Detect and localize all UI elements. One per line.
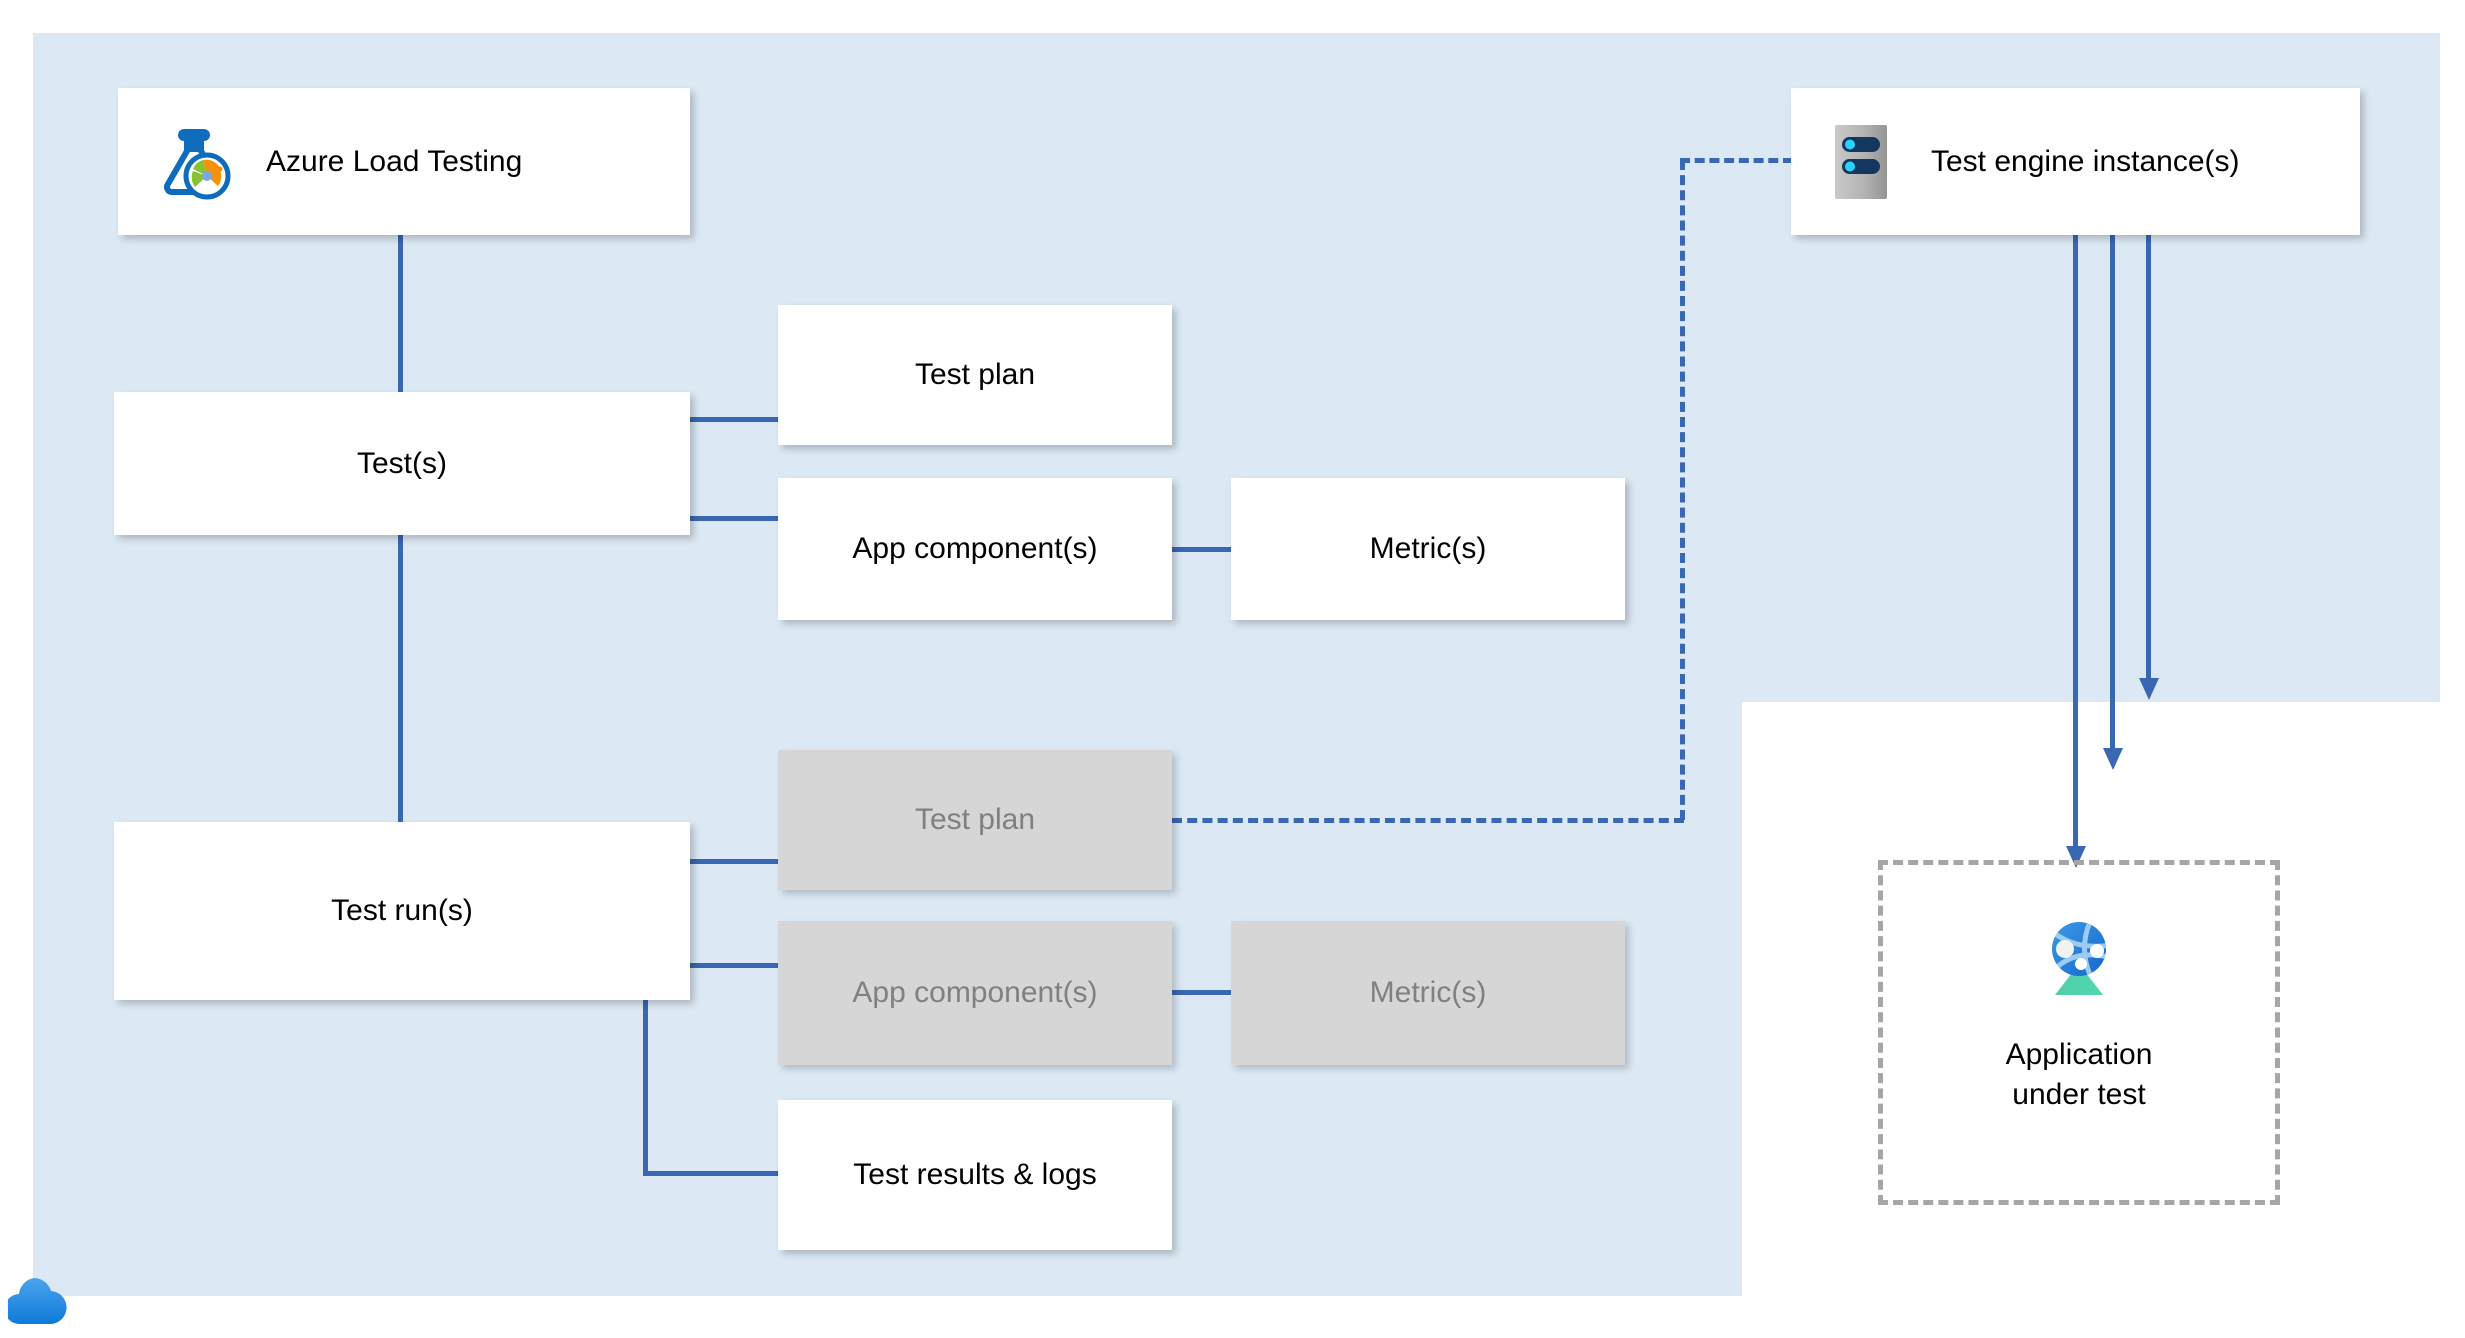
arrow-head	[2139, 678, 2159, 700]
node-test-engine-instances[interactable]: Test engine instance(s)	[1791, 88, 2360, 235]
node-test-results-logs[interactable]: Test results & logs	[778, 1100, 1172, 1250]
node-application-under-test[interactable]: Application under test	[1878, 860, 2280, 1205]
arrow-head	[2103, 748, 2123, 770]
node-test-plan[interactable]: Test plan	[778, 305, 1172, 445]
connector-test-runs-to-test-plan	[690, 859, 778, 864]
node-label: Metric(s)	[1369, 976, 1487, 1010]
node-label: App component(s)	[852, 532, 1098, 566]
connector-tests-to-test-runs	[398, 535, 403, 822]
node-label: App component(s)	[852, 976, 1098, 1010]
arrow-shaft	[2073, 235, 2078, 846]
connector-test-runs-to-results-horizontal	[643, 1171, 778, 1176]
node-metrics[interactable]: Metric(s)	[1231, 478, 1625, 620]
node-label-line-1: Application	[2005, 1038, 2153, 1071]
node-app-components[interactable]: App component(s)	[778, 478, 1172, 620]
dashed-connector-test-plan-segment	[1172, 818, 1684, 823]
node-test-plan-dimmed[interactable]: Test plan	[778, 750, 1172, 890]
node-label: Test plan	[914, 358, 1036, 392]
arrow-shaft	[2146, 235, 2151, 678]
node-label: Test results & logs	[853, 1158, 1097, 1192]
node-label: Metric(s)	[1369, 532, 1487, 566]
connector-tests-to-test-plan	[690, 417, 778, 422]
web-globe-icon	[2031, 915, 2127, 1001]
node-test-runs[interactable]: Test run(s)	[114, 822, 690, 1000]
node-app-components-dimmed[interactable]: App component(s)	[778, 921, 1172, 1065]
node-label: Test run(s)	[331, 894, 473, 928]
node-label: Azure Load Testing	[266, 144, 523, 178]
server-rack-icon	[1831, 123, 1891, 201]
node-label: Test engine instance(s)	[1931, 144, 2240, 178]
connector-azure-to-tests	[398, 235, 403, 392]
node-label: Test(s)	[357, 446, 447, 480]
connector-tests-to-app-components	[690, 516, 778, 521]
azure-load-testing-flask-icon	[156, 124, 232, 200]
connector-test-runs-to-results-vertical	[643, 1000, 648, 1176]
azure-cloud-icon	[4, 1272, 92, 1325]
connector-app-components-gray-to-metrics-gray	[1172, 990, 1231, 995]
node-azure-load-testing[interactable]: Azure Load Testing	[118, 88, 690, 235]
arrow-shaft	[2110, 235, 2115, 748]
node-tests[interactable]: Test(s)	[114, 392, 690, 535]
node-label: Test plan	[914, 803, 1036, 837]
node-label: Application under test	[2006, 1035, 2153, 1114]
connector-app-components-to-metrics	[1172, 547, 1231, 552]
connector-test-runs-to-app-components	[690, 963, 778, 968]
dashed-connector-test-engine-segment	[1680, 158, 1793, 163]
node-metrics-dimmed[interactable]: Metric(s)	[1231, 921, 1625, 1065]
node-label-line-2: under test	[2012, 1077, 2146, 1111]
dashed-connector-vertical-segment	[1680, 160, 1685, 820]
